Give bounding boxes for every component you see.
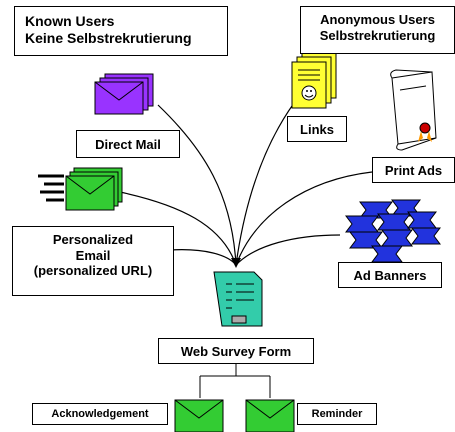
acknowledgement-envelope-icon — [174, 399, 224, 432]
connector-email — [119, 191, 237, 266]
connector-print-ads — [235, 171, 373, 266]
connector-links — [235, 94, 301, 266]
web-survey-form-icon — [213, 271, 263, 327]
reminder-envelope-icon — [245, 399, 295, 432]
direct-mail-envelopes-icon — [94, 73, 154, 115]
web-survey-form-label: Web Survey Form — [158, 338, 314, 364]
direct-mail-label: Direct Mail — [76, 130, 180, 158]
followup-bracket — [199, 362, 271, 398]
connector-lines — [119, 94, 373, 266]
links-label: Links — [287, 116, 347, 142]
arrowhead — [231, 258, 241, 268]
connector-personalized-email — [169, 249, 237, 266]
email-envelopes-icon — [38, 167, 123, 211]
personalized-email-label: Personalized Email (personalized URL) — [12, 226, 174, 296]
known-users-header: Known Users Keine Selbstrekrutierung — [14, 6, 228, 56]
reminder-label: Reminder — [297, 403, 377, 425]
anonymous-users-header: Anonymous Users Selbstrekrutierung — [300, 6, 455, 54]
connector-ad-banners — [235, 234, 341, 266]
ad-banners-label: Ad Banners — [338, 262, 442, 288]
print-ads-label: Print Ads — [372, 157, 455, 183]
links-documents-icon — [291, 51, 337, 109]
print-ad-certificate-icon — [390, 69, 437, 151]
connector-direct-mail — [157, 104, 237, 266]
ad-banners-icon — [345, 199, 441, 263]
acknowledgement-label: Acknowledgement — [32, 403, 168, 425]
